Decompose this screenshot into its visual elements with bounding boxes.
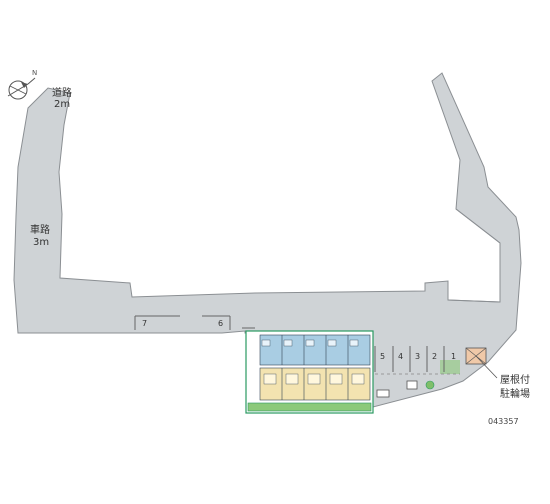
parking-space-3: 3 bbox=[415, 352, 421, 361]
tree-icon bbox=[425, 380, 435, 390]
bicycle-parking-label-1: 屋根付 bbox=[500, 375, 530, 386]
bicycle-parking bbox=[465, 347, 498, 379]
svg-text:N: N bbox=[32, 69, 37, 77]
utility-box-2 bbox=[376, 389, 390, 398]
property-code: 043357 bbox=[488, 417, 519, 426]
parking-space-5: 5 bbox=[380, 352, 386, 361]
parking-space-1: 1 bbox=[451, 352, 457, 361]
parking-left bbox=[134, 315, 255, 330]
top-road-width: 2m bbox=[54, 99, 71, 110]
parking-right bbox=[374, 346, 460, 375]
grass-strip-right bbox=[440, 360, 460, 374]
utility-box bbox=[406, 380, 418, 390]
top-road-name: 道路 bbox=[52, 88, 72, 99]
road-area bbox=[13, 72, 522, 408]
parking-space-7: 7 bbox=[142, 319, 148, 328]
grass-strip bbox=[247, 402, 372, 412]
building-units-upper bbox=[259, 334, 371, 366]
parking-space-6: 6 bbox=[218, 319, 224, 328]
north-arrow-icon: N bbox=[7, 69, 37, 100]
vehicle-road-width: 3m bbox=[33, 237, 50, 248]
parking-space-2: 2 bbox=[432, 352, 438, 361]
parking-space-4: 4 bbox=[398, 352, 404, 361]
vehicle-road-name: 車路 bbox=[30, 225, 50, 236]
building-units-lower bbox=[259, 367, 371, 401]
bicycle-parking-label-2: 駐輪場 bbox=[500, 389, 530, 400]
